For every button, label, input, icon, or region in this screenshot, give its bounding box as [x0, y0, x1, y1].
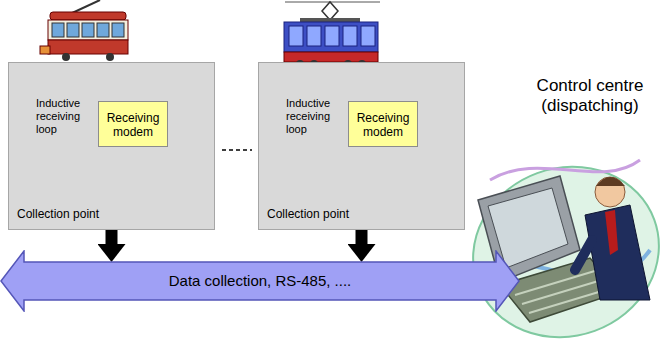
person-head — [595, 177, 625, 207]
pantograph — [322, 2, 338, 20]
tram-roof — [50, 12, 126, 20]
overhead-wire — [285, 2, 380, 3]
loop-label: Inductive receiving loop — [286, 97, 340, 136]
tram-window — [325, 26, 339, 46]
ellipsis-dashes — [222, 149, 252, 151]
person-hair — [596, 177, 625, 186]
tram-roof — [300, 18, 360, 22]
collection-point-box: Inductive receiving loopCollection point… — [8, 62, 215, 230]
person-tie — [605, 210, 618, 255]
node-label: Control centre (dispatching) — [524, 76, 656, 116]
data-bus-arrow: Data collection, RS-485, .... — [0, 250, 520, 312]
clipart-backdrop — [449, 141, 663, 344]
person-suit — [585, 205, 650, 300]
collection-point-box: Inductive receiving loopCollection point… — [258, 62, 465, 230]
tram-window — [67, 23, 79, 37]
tram-wheel — [62, 53, 70, 61]
loop-label: Inductive receiving loop — [36, 97, 90, 136]
tram-window — [289, 26, 303, 46]
person-arm — [575, 240, 592, 270]
node-label: Receiving modem — [353, 111, 413, 139]
box-caption: Collection point — [267, 207, 349, 221]
dispatcher-clipart — [449, 141, 663, 344]
modem-box: Receiving modem — [98, 101, 168, 147]
tram-upper — [284, 22, 378, 52]
tram-window — [307, 26, 321, 46]
tram-window — [343, 26, 357, 46]
tram-illustration — [40, 0, 128, 61]
tram-platform — [40, 46, 50, 54]
tram-window — [52, 23, 64, 37]
tram-illustration — [284, 2, 380, 68]
flow-arrow — [106, 230, 118, 244]
tram-lower — [48, 40, 128, 54]
flow-arrow — [356, 230, 368, 244]
box-caption: Collection point — [17, 207, 99, 221]
node-label: Receiving modem — [103, 111, 163, 139]
tram-window — [82, 23, 94, 37]
tram-window — [97, 23, 109, 37]
clipart-swirl — [490, 160, 640, 180]
tram-upper — [48, 20, 128, 40]
tram-window — [361, 26, 375, 46]
control-centre-label: Control centre (dispatching) — [520, 72, 660, 120]
modem-box: Receiving modem — [348, 101, 418, 147]
bus-arrow-outline — [1, 251, 519, 311]
tram-window — [112, 23, 124, 37]
tram-wheel — [106, 53, 114, 61]
node-label: Data collection, RS-485, .... — [4, 272, 516, 290]
